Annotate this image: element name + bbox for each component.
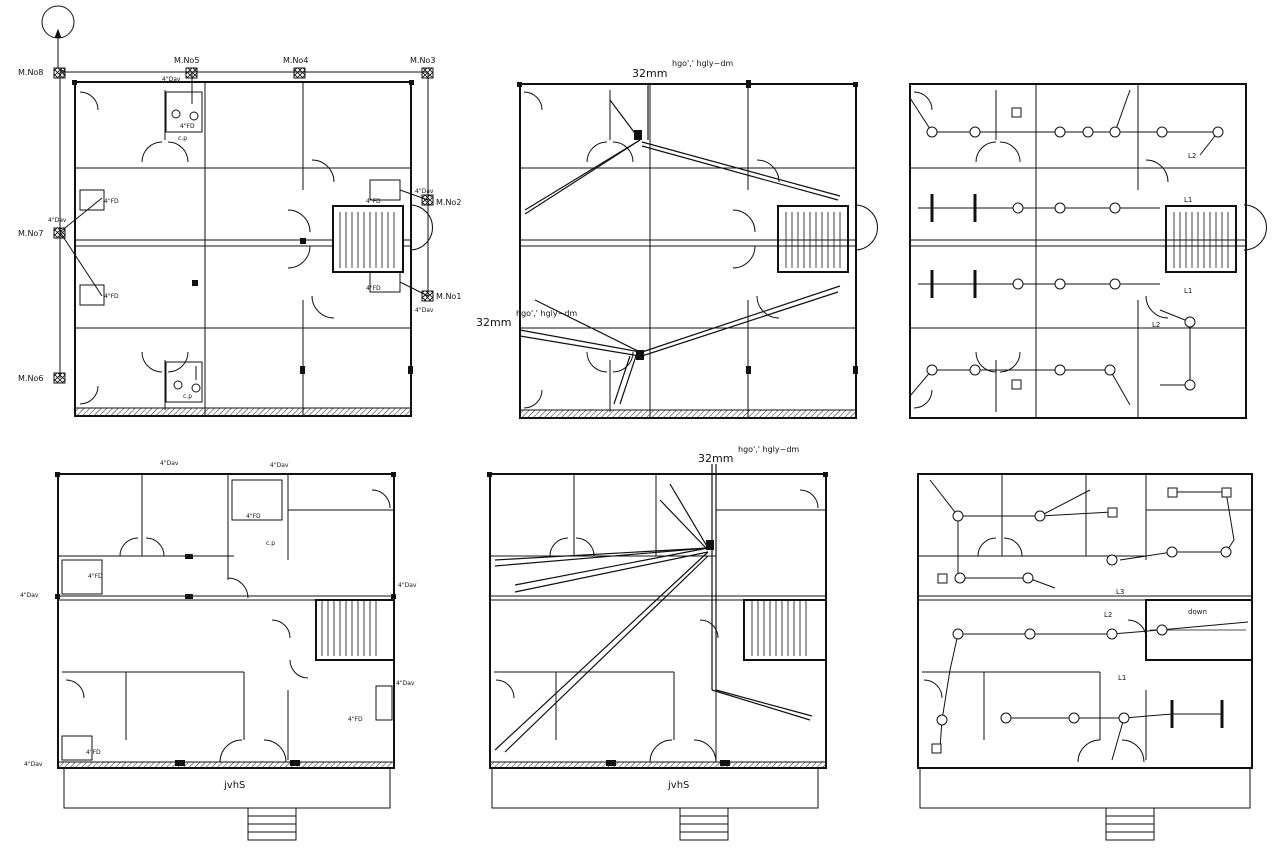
pipe-note: 4"Dav bbox=[24, 761, 43, 768]
plan-electrical-upper-labels: L1 L2 L1 L2 bbox=[1152, 152, 1196, 329]
pipe-header-text: hgo',' hgly~dm bbox=[672, 59, 733, 68]
circuit-label: L1 bbox=[1184, 287, 1192, 295]
small-note: c.p bbox=[266, 540, 275, 547]
pipe-note: 4"Dav bbox=[48, 217, 67, 224]
plan-drainage-upper-labels: M.No8 M.No5 M.No4 M.No3 M.No2 M.No7 M.No… bbox=[18, 56, 461, 400]
plan-water-ground-labels: 32mm hgo',' hgly~dm jvhS bbox=[667, 445, 799, 791]
pipe-note: 4"FD bbox=[104, 198, 119, 205]
pipe-note: 4"Dav bbox=[396, 680, 415, 687]
pipe-note: 4"FD bbox=[104, 293, 119, 300]
pipe-header-text: hgo',' hgly~dm bbox=[738, 445, 799, 454]
plan-electrical-ground-labels: L2 L3 L1 down bbox=[1104, 588, 1207, 682]
circuit-label: L2 bbox=[1104, 611, 1112, 619]
stair-label: down bbox=[1188, 608, 1207, 616]
pipe-note: 4"Dav bbox=[398, 582, 417, 589]
plan-water-upper-labels: 32mm hgo',' hgly~dm 32mm hgo',' hgly~dm bbox=[476, 59, 733, 329]
pipe-note: 4"Dav bbox=[20, 592, 39, 599]
fd-note: 4"FD bbox=[348, 716, 363, 723]
plan-drainage-ground-labels: 4"Dav 4"Dav 4"Dav 4"Dav 4"Dav 4"Dav 4"FD… bbox=[20, 460, 417, 791]
circuit-label: L1 bbox=[1118, 674, 1126, 682]
manhole-label: M.No1 bbox=[436, 292, 461, 301]
fd-note: 4"FD bbox=[88, 573, 103, 580]
plan-drainage-upper bbox=[41, 5, 434, 417]
pipe-note: 4"Dav bbox=[160, 460, 179, 467]
pipe-size-label: 32mm bbox=[476, 316, 511, 329]
pipe-note: 4"Dav bbox=[162, 76, 181, 83]
pipe-note: 4"Dav bbox=[415, 188, 434, 195]
verandah-label: jvhS bbox=[667, 780, 689, 791]
small-note: 4"FD bbox=[180, 123, 195, 130]
pipe-note: 4"Dav bbox=[270, 462, 289, 469]
manhole-label: M.No6 bbox=[18, 374, 43, 383]
manhole-label: M.No2 bbox=[436, 198, 461, 207]
circuit-label: L2 bbox=[1188, 152, 1196, 160]
plan-drainage-ground bbox=[55, 472, 396, 841]
circuit-label: L3 bbox=[1116, 588, 1124, 596]
manhole-label: M.No3 bbox=[410, 56, 435, 65]
plan-water-upper bbox=[517, 80, 878, 419]
plan-electrical-ground bbox=[917, 473, 1253, 841]
manhole-label: M.No5 bbox=[174, 56, 199, 65]
pipe-size-label: 32mm bbox=[698, 452, 733, 465]
circuit-label: L1 bbox=[1184, 196, 1192, 204]
small-note: c.p bbox=[178, 135, 187, 142]
pipe-size-label: 32mm bbox=[632, 67, 667, 80]
manhole-label: M.No8 bbox=[18, 68, 43, 77]
plan-electrical-upper bbox=[909, 83, 1267, 419]
manhole-label: M.No7 bbox=[18, 229, 43, 238]
plan-water-ground bbox=[487, 464, 828, 841]
fd-note: 4"FD bbox=[86, 749, 101, 756]
pipe-note: 4"FD bbox=[366, 198, 381, 205]
pipe-note: 4"Dav bbox=[415, 307, 434, 314]
circuit-label: L2 bbox=[1152, 321, 1160, 329]
fd-note: 4"FD bbox=[246, 513, 261, 520]
small-note: c.p bbox=[183, 393, 192, 400]
pipe-note: 4"FD bbox=[366, 285, 381, 292]
pipe-side-text: hgo',' hgly~dm bbox=[516, 309, 577, 318]
manhole-label: M.No4 bbox=[283, 56, 308, 65]
verandah-label: jvhS bbox=[223, 780, 245, 791]
